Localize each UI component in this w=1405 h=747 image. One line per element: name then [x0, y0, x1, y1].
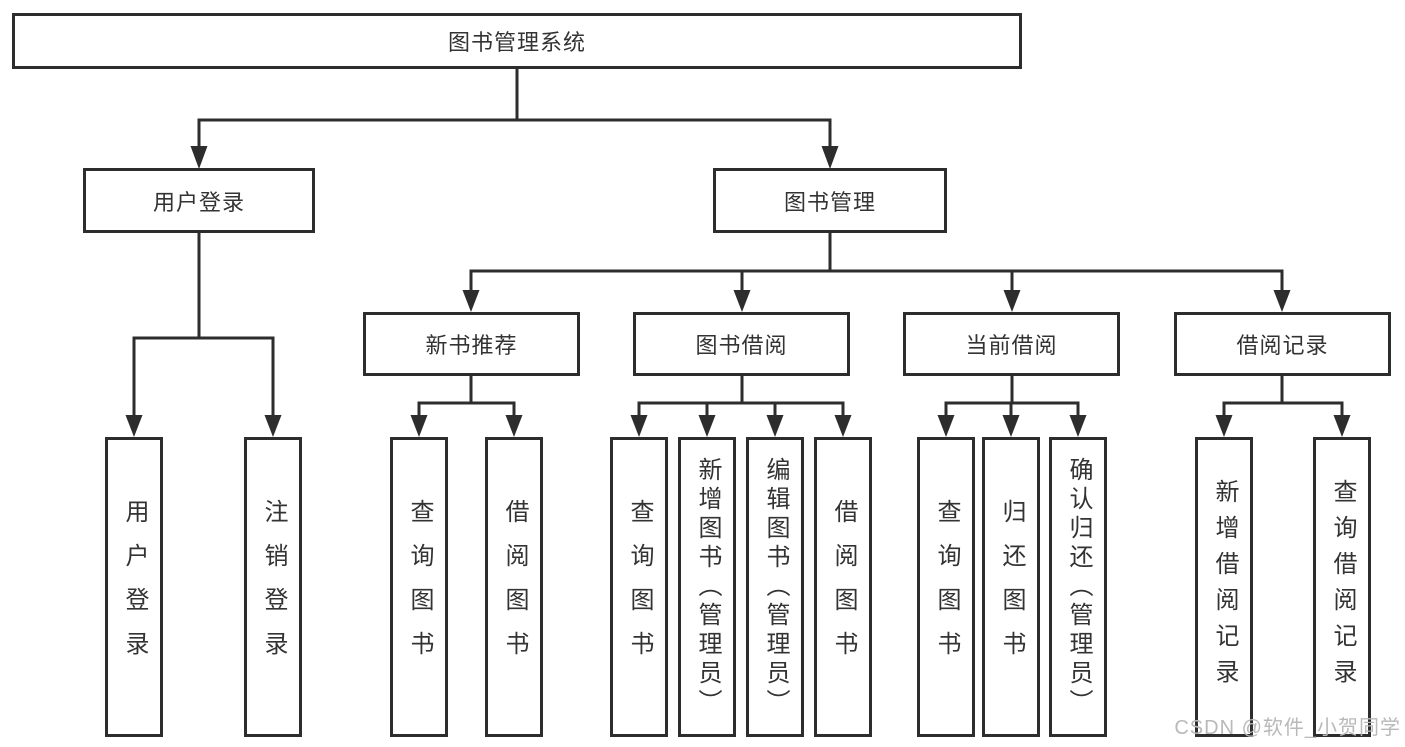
arrowhead-icon	[630, 415, 648, 437]
arrowhead-icon	[1273, 290, 1291, 312]
arrowhead-icon	[1002, 415, 1020, 437]
arrowhead-icon	[733, 290, 751, 312]
arrowhead-icon	[264, 415, 282, 437]
node-library-management-system: 图书管理系统	[12, 13, 1022, 69]
arrowhead-icon	[698, 415, 716, 437]
node-label: 新增借阅记录	[1211, 479, 1238, 695]
arrowhead-icon	[125, 415, 143, 437]
node-label: 查询图书	[626, 499, 653, 675]
node-borrowing-records: 借阅记录	[1174, 312, 1391, 376]
node-leaf-edit-books-admin: 编辑图书（管理员）	[746, 437, 804, 737]
node-label: 借阅图书	[830, 499, 857, 675]
node-label: 查询借阅记录	[1329, 479, 1356, 695]
node-leaf-query-books-borrow: 查询图书	[610, 437, 668, 737]
node-label: 新增图书（管理员）	[694, 456, 721, 718]
arrowhead-icon	[1215, 415, 1233, 437]
node-label: 借阅记录	[1236, 333, 1329, 358]
node-label: 图书管理	[783, 189, 876, 215]
node-label: 借阅图书	[501, 499, 528, 675]
node-leaf-add-books-admin: 新增图书（管理员）	[678, 437, 736, 737]
node-current-borrowing: 当前借阅	[903, 312, 1120, 376]
node-user-login-module: 用户登录	[83, 168, 315, 233]
node-leaf-add-borrow-record: 新增借阅记录	[1195, 437, 1253, 737]
arrowhead-icon	[190, 146, 208, 169]
node-label: 当前借阅	[965, 333, 1058, 358]
node-label: 新书推荐	[425, 333, 518, 358]
node-label: 归还图书	[998, 499, 1025, 675]
node-label: 图书管理系统	[447, 30, 586, 55]
node-label: 图书借阅	[695, 333, 788, 358]
node-book-borrowing: 图书借阅	[633, 312, 850, 376]
node-label: 注销登录	[260, 499, 287, 675]
node-leaf-user-login: 用户登录	[105, 437, 163, 737]
node-leaf-return-books: 归还图书	[982, 437, 1040, 737]
arrowhead-icon	[1333, 415, 1351, 437]
node-new-book-recommendation: 新书推荐	[363, 312, 580, 376]
node-leaf-confirm-return-admin: 确认归还（管理员）	[1049, 437, 1107, 737]
node-label: 查询图书	[406, 499, 433, 675]
arrowhead-icon	[505, 415, 523, 437]
node-leaf-query-books-current: 查询图书	[917, 437, 975, 737]
node-leaf-query-books-recommend: 查询图书	[390, 437, 448, 737]
arrowhead-icon	[1003, 290, 1021, 312]
arrowhead-icon	[1069, 415, 1087, 437]
node-leaf-logout: 注销登录	[244, 437, 302, 737]
node-book-management-module: 图书管理	[713, 168, 947, 233]
arrowhead-icon	[937, 415, 955, 437]
arrowhead-icon	[766, 415, 784, 437]
arrowhead-icon	[821, 146, 839, 169]
arrowhead-icon	[462, 290, 480, 312]
node-label: 用户登录	[121, 499, 148, 675]
arrowhead-icon	[410, 415, 428, 437]
watermark: CSDN @软件_小贺同学	[1174, 717, 1401, 739]
arrowhead-icon	[834, 415, 852, 437]
node-label: 用户登录	[152, 189, 245, 215]
node-leaf-borrow-books: 借阅图书	[814, 437, 872, 737]
node-leaf-query-borrow-record: 查询借阅记录	[1313, 437, 1371, 737]
node-leaf-borrow-books-recommend: 借阅图书	[485, 437, 543, 737]
node-label: 查询图书	[933, 499, 960, 675]
node-label: 确认归还（管理员）	[1065, 456, 1092, 718]
node-label: 编辑图书（管理员）	[762, 456, 789, 718]
